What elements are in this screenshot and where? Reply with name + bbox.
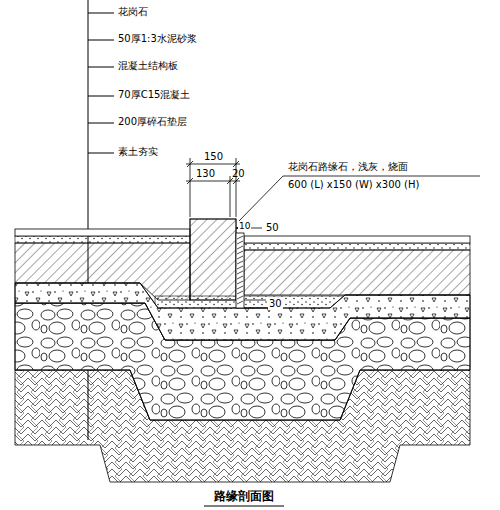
callout-text: 花岗石路缘石，浅灰，烧面 <box>288 161 408 173</box>
layer-label: 素土夯实 <box>118 146 158 158</box>
dimension-text: 20 <box>232 168 245 180</box>
joint-hatch <box>237 266 243 269</box>
joint-hatch <box>237 276 243 279</box>
joint-hatch <box>237 246 243 249</box>
layer-label: 混凝土结构板 <box>118 60 178 72</box>
joint-hatch <box>237 236 243 239</box>
drawing-title: 路缘剖面图 <box>214 488 274 505</box>
layer-label: 70厚C15混凝土 <box>118 89 190 101</box>
joint-hatch <box>237 271 243 274</box>
layer-label: 花岗石 <box>118 6 148 18</box>
joint-hatch <box>237 301 243 304</box>
joint-hatch <box>237 281 243 284</box>
callout-text: 600 (L) x150 (W) x300 (H) <box>288 179 419 191</box>
dimension-text: 130 <box>196 168 215 180</box>
dimension-text: 10 <box>238 221 251 232</box>
layer-label: 50厚1:3水泥砂浆 <box>118 33 197 45</box>
joint-hatch <box>237 261 243 264</box>
joint-hatch <box>237 296 243 299</box>
joint-hatch <box>237 256 243 259</box>
dimension-text: 50 <box>265 222 280 234</box>
joint-hatch <box>237 251 243 254</box>
joint-hatch <box>237 291 243 294</box>
dimension-text: 30 <box>268 298 283 310</box>
layer-label: 200厚碎石垫层 <box>118 116 187 128</box>
dimension-text: 150 <box>204 151 223 163</box>
joint-hatch <box>237 286 243 289</box>
joint-hatch <box>237 241 243 244</box>
